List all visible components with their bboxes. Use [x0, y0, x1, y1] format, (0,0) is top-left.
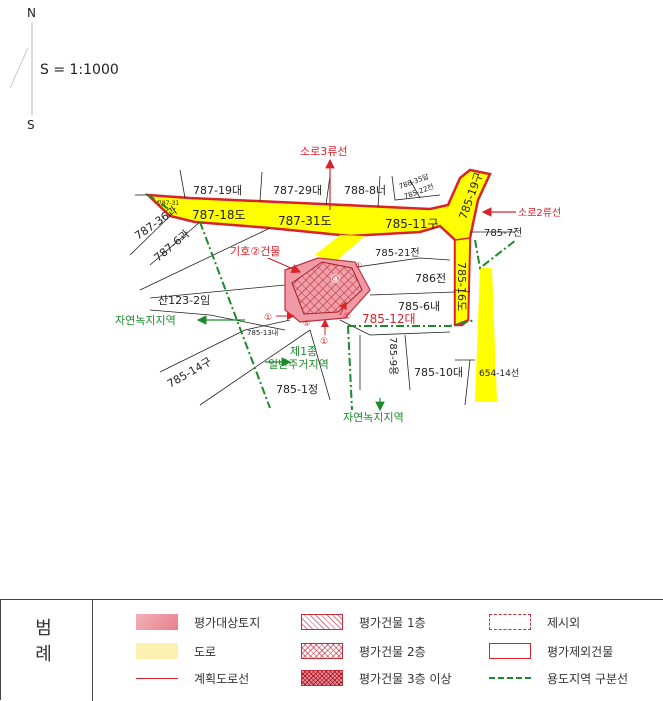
- annotation-zone-residential-2: 일반주거지역: [268, 357, 329, 371]
- annotation-small-road2: 소로2류선: [518, 207, 561, 219]
- legend-swatch-excluded: [489, 614, 531, 630]
- parcel-787-6: 787-6과: [152, 227, 193, 264]
- compass-south-label: S: [27, 118, 35, 132]
- road-785-16: [454, 237, 471, 327]
- legend-label-bldg-3: 평가건물 3층 이상: [359, 672, 452, 686]
- marker-5: ⑤: [303, 319, 310, 328]
- legend-panel: 범 례 평가대상토지 평가건물 1층 제시외 도로 평가건물 2층 평가제외건물…: [0, 599, 663, 701]
- annotation-zone-nature-left: 자연녹지지역: [115, 314, 176, 327]
- building-floor2: [292, 262, 362, 314]
- parcel-small-top: 787-31: [158, 200, 179, 207]
- parcel-785-21: 785-21전: [375, 247, 420, 259]
- marker-1c: ①: [343, 312, 351, 322]
- legend-swatch-road: [136, 643, 178, 659]
- legend-label-excluded-bldg: 평가제외건물: [547, 645, 614, 659]
- arrow-building: [267, 257, 302, 274]
- branch-road: [315, 235, 365, 262]
- marker-1d: ①: [355, 261, 362, 270]
- legend-swatch-bldg-3: [301, 670, 343, 686]
- parcel-san123-2: 산123-2임: [158, 294, 210, 307]
- marker-4: ④: [330, 272, 341, 286]
- parcel-785-6: 785-6내: [398, 300, 440, 313]
- legend-title: 범 례: [1, 600, 93, 701]
- parcel-785-9: 785-9용: [387, 337, 399, 375]
- marker-1b: ①: [320, 337, 328, 347]
- compass-north-label: N: [27, 6, 36, 20]
- parcel-787-31: 787-31도: [278, 214, 332, 228]
- parcel-785-1: 785-1정: [276, 383, 318, 396]
- legend-swatch-bldg-1: [301, 614, 343, 630]
- east-road: [475, 268, 497, 402]
- parcel-787-18: 787-18도: [192, 208, 246, 222]
- annotation-zone-residential-1: 제1종: [290, 345, 317, 358]
- marker-1a: ①: [264, 313, 272, 323]
- legend-label-road: 도로: [194, 645, 217, 659]
- cadastral-map: 787-19대 787-29대 788-8너 788-35답 785-22전 7…: [9, 22, 561, 424]
- parcel-654-14: 654-14선: [479, 368, 519, 379]
- legend-label-bldg-1: 평가건물 1층: [359, 616, 426, 630]
- parcel-785-14: 785-14구: [165, 355, 214, 391]
- parcel-785-11: 785-11구: [385, 217, 439, 231]
- parcel-786: 786전: [415, 272, 446, 285]
- legend-swatch-zone-line: [489, 670, 531, 679]
- annotation-building-ref: 기호②건물: [230, 245, 280, 258]
- parcel-785-10: 785-10대: [414, 366, 463, 379]
- parcel-785-7: 785-7전: [484, 227, 522, 239]
- annotation-small-road3: 소로3류선: [300, 145, 347, 158]
- legend-swatch-bldg-2: [301, 643, 343, 659]
- parcel-788-8: 788-8너: [344, 184, 386, 197]
- legend-label-target-land: 평가대상토지: [194, 616, 261, 630]
- parcel-boundaries: [129, 169, 515, 406]
- legend-label-excluded: 제시외: [547, 616, 581, 630]
- zoning-lines: [147, 194, 517, 411]
- parcel-787-29: 787-29대: [273, 184, 322, 197]
- legend-swatch-excluded-bldg: [489, 643, 531, 659]
- parcel-787-19: 787-19대: [193, 184, 242, 197]
- compass-tick: [9, 47, 29, 89]
- legend-swatch-planned-road: [136, 670, 178, 679]
- parcel-785-12: 785-12대: [362, 312, 416, 326]
- parcel-785-16: 785-16도: [455, 262, 468, 311]
- legend-label-planned-road: 계획도로선: [194, 672, 250, 686]
- legend-label-zone-line: 용도지역 구분선: [547, 672, 629, 686]
- legend-swatch-target-land: [136, 614, 178, 630]
- parcel-785-13: 785-13내: [247, 328, 278, 337]
- scale-label: S = 1:1000: [40, 62, 119, 78]
- arrow-marker-right: [339, 301, 347, 316]
- annotation-zone-nature-bottom: 자연녹지지역: [343, 411, 404, 424]
- legend-label-bldg-2: 평가건물 2층: [359, 645, 426, 659]
